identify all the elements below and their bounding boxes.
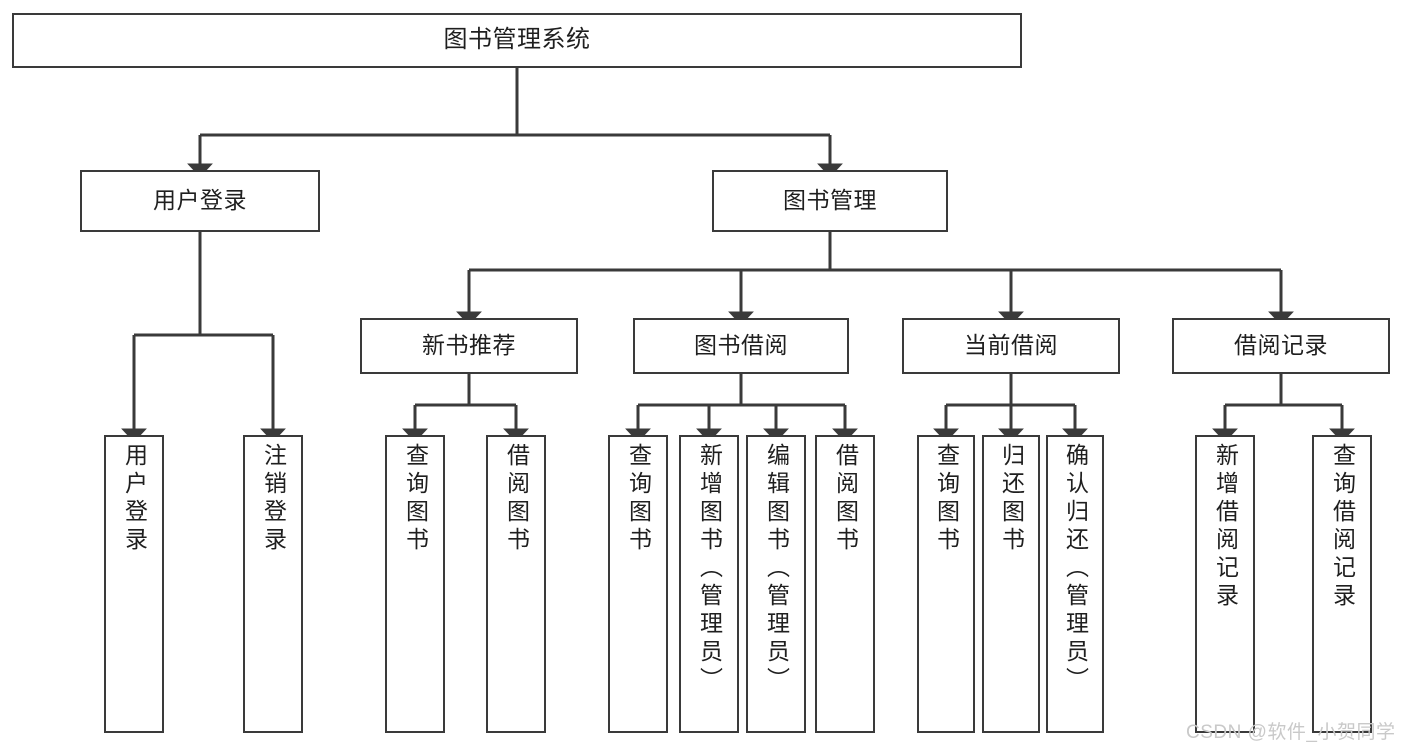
node-label: 新增图书（管理员） bbox=[696, 443, 723, 695]
node-user-login[interactable]: 用户登录 bbox=[80, 170, 320, 232]
node-label: 新增借阅记录 bbox=[1212, 443, 1239, 611]
node-leaf-borrow-query[interactable]: 查询图书 bbox=[608, 435, 668, 733]
node-label: 用户登录 bbox=[121, 443, 148, 555]
node-leaf-recommend-borrow[interactable]: 借阅图书 bbox=[486, 435, 546, 733]
node-leaf-current-confirm[interactable]: 确认归还（管理员） bbox=[1046, 435, 1104, 733]
node-label: 借阅图书 bbox=[503, 443, 530, 555]
node-label: 图书借阅 bbox=[694, 332, 788, 359]
node-borrow-record[interactable]: 借阅记录 bbox=[1172, 318, 1390, 374]
node-label: 查询借阅记录 bbox=[1329, 443, 1356, 611]
node-root[interactable]: 图书管理系统 bbox=[12, 13, 1022, 68]
node-leaf-borrow-edit[interactable]: 编辑图书（管理员） bbox=[746, 435, 806, 733]
node-label: 确认归还（管理员） bbox=[1062, 443, 1089, 695]
node-label: 查询图书 bbox=[625, 443, 652, 555]
node-leaf-record-add[interactable]: 新增借阅记录 bbox=[1195, 435, 1255, 733]
node-label: 借阅记录 bbox=[1234, 332, 1328, 359]
node-leaf-borrow-add[interactable]: 新增图书（管理员） bbox=[679, 435, 739, 733]
node-label: 图书管理系统 bbox=[443, 26, 591, 54]
node-label: 用户登录 bbox=[153, 187, 247, 214]
node-leaf-current-return[interactable]: 归还图书 bbox=[982, 435, 1040, 733]
node-leaf-current-query[interactable]: 查询图书 bbox=[917, 435, 975, 733]
node-new-book-recommend[interactable]: 新书推荐 bbox=[360, 318, 578, 374]
node-leaf-user-logout[interactable]: 注销登录 bbox=[243, 435, 303, 733]
node-label: 新书推荐 bbox=[422, 332, 516, 359]
node-book-borrow[interactable]: 图书借阅 bbox=[633, 318, 849, 374]
node-label: 注销登录 bbox=[260, 443, 287, 555]
node-label: 借阅图书 bbox=[832, 443, 859, 555]
node-leaf-user-login[interactable]: 用户登录 bbox=[104, 435, 164, 733]
node-book-manage[interactable]: 图书管理 bbox=[712, 170, 948, 232]
node-label: 归还图书 bbox=[998, 443, 1025, 555]
node-label: 编辑图书（管理员） bbox=[763, 443, 790, 695]
node-leaf-record-query[interactable]: 查询借阅记录 bbox=[1312, 435, 1372, 733]
node-label: 查询图书 bbox=[402, 443, 429, 555]
node-leaf-recommend-query[interactable]: 查询图书 bbox=[385, 435, 445, 733]
node-leaf-borrow-lend[interactable]: 借阅图书 bbox=[815, 435, 875, 733]
node-label: 查询图书 bbox=[933, 443, 960, 555]
node-label: 图书管理 bbox=[783, 187, 877, 214]
node-label: 当前借阅 bbox=[964, 332, 1058, 359]
node-current-borrow[interactable]: 当前借阅 bbox=[902, 318, 1120, 374]
